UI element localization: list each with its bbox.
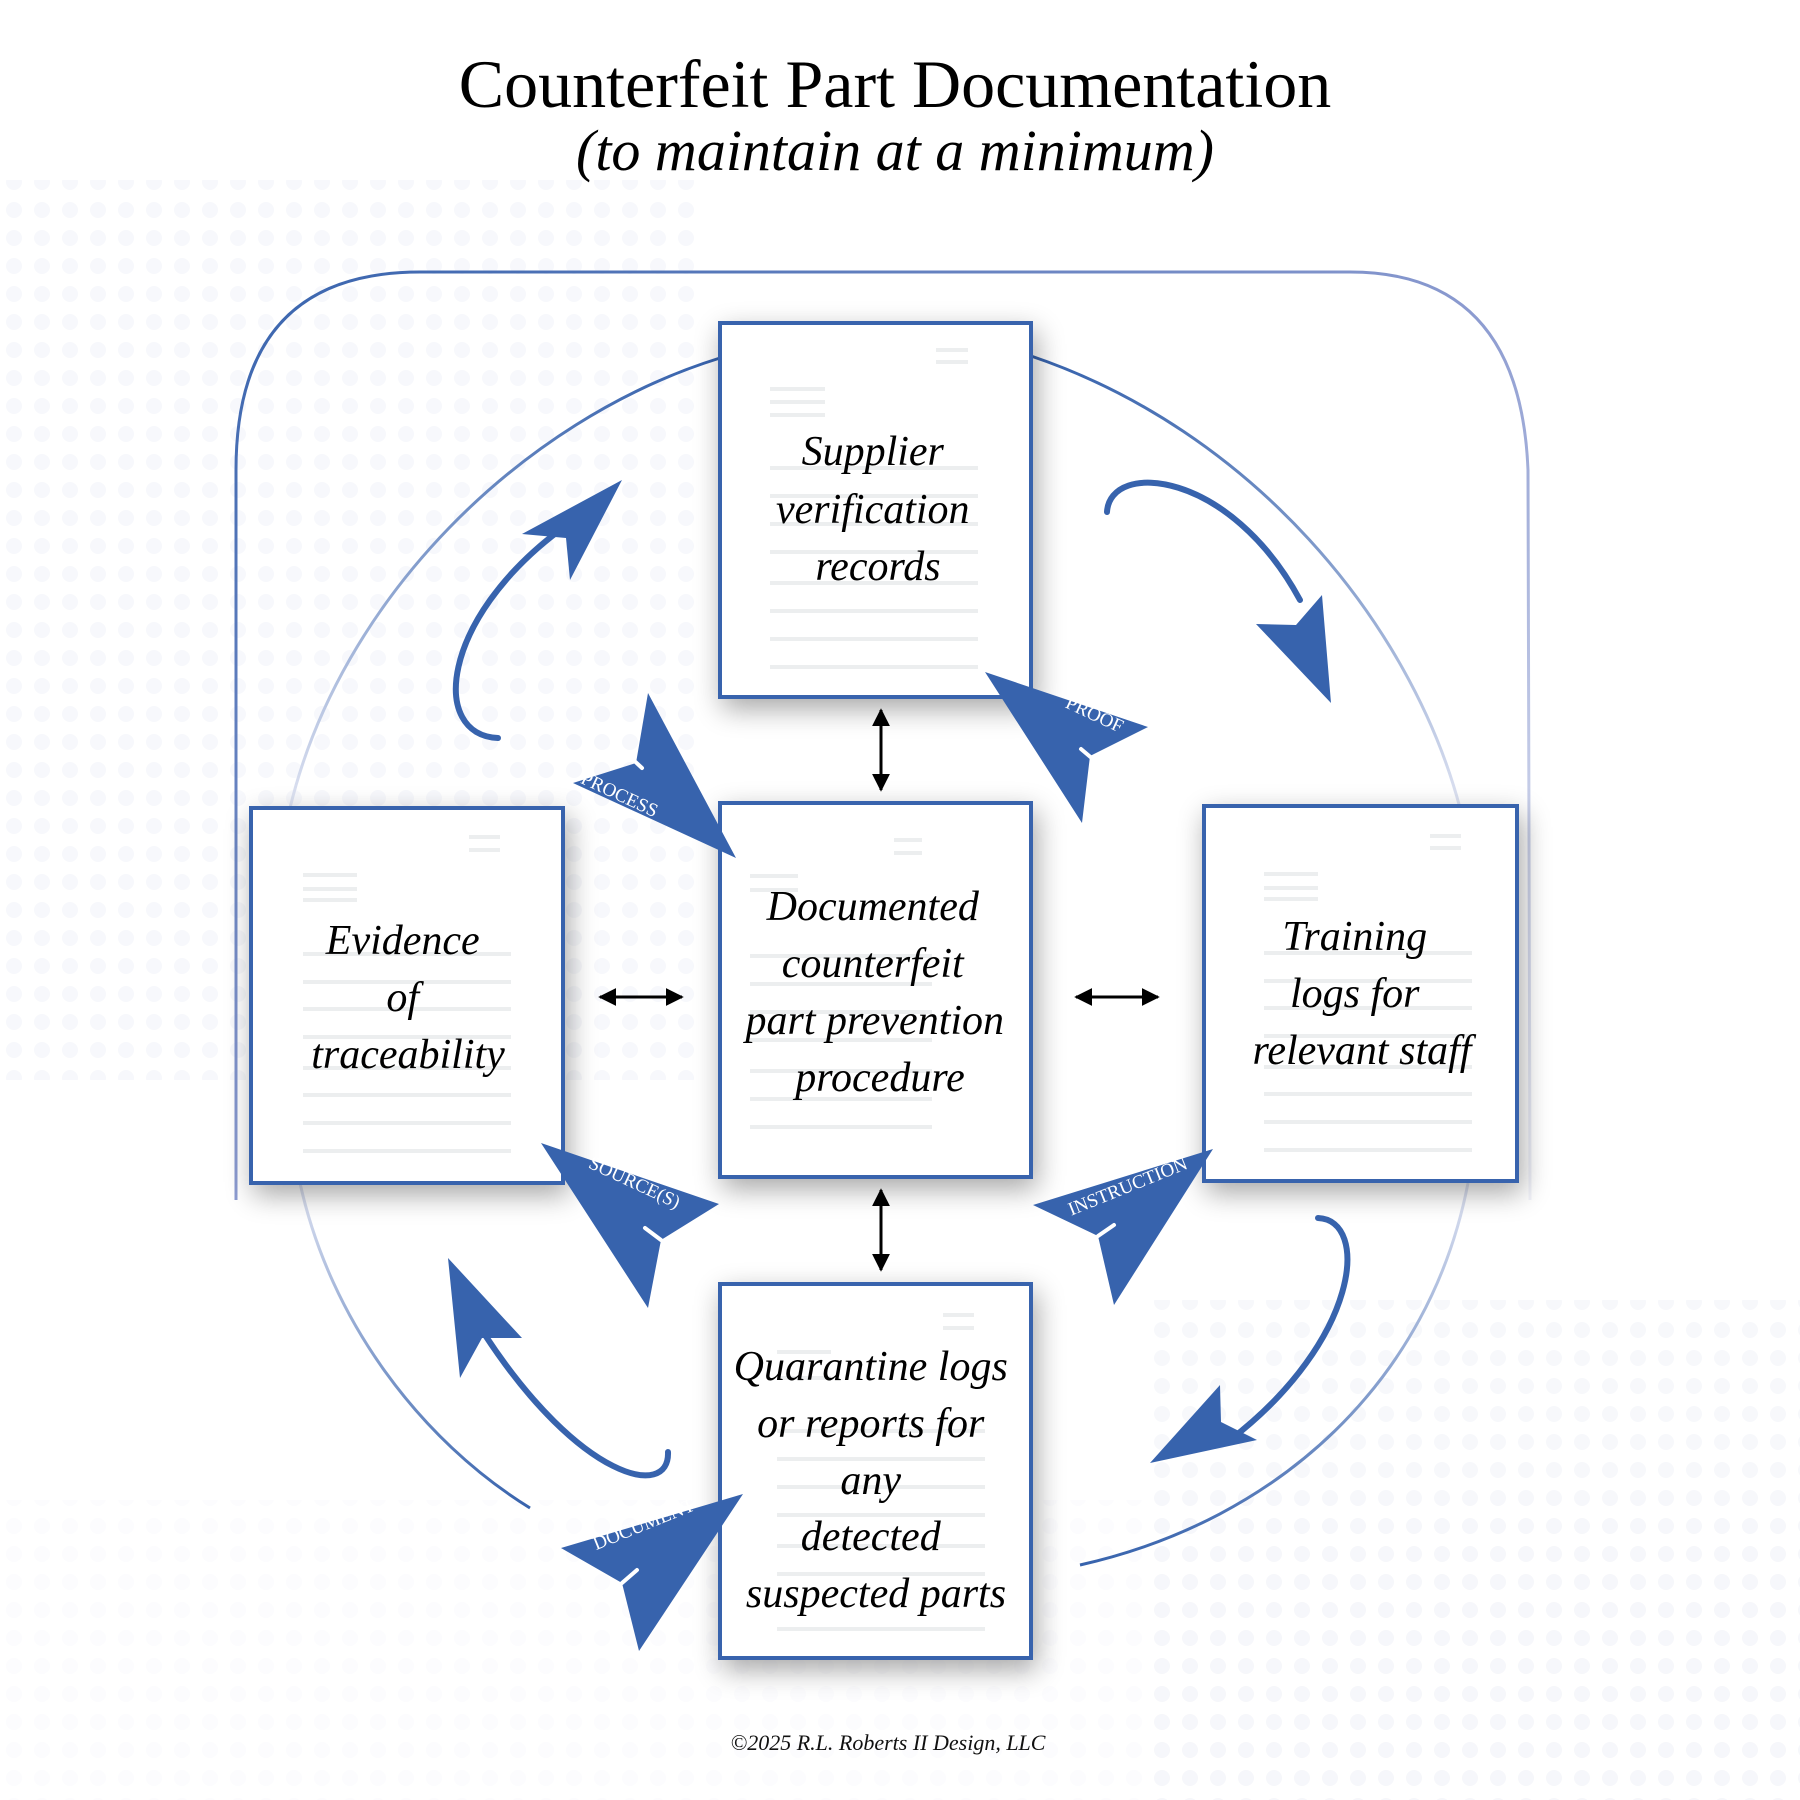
- ring-arc-top-left: [288, 356, 721, 809]
- ring-arc-bottom-right: [1079, 1182, 1470, 1567]
- document-supplier-verification: Supplier verification records: [718, 321, 1033, 699]
- ring-arc-bottom-left: [298, 1182, 531, 1510]
- doc-top-text: Supplier verification records: [776, 429, 980, 590]
- copyright-notice: ©2025 R.L. Roberts II Design, LLC: [731, 1730, 1046, 1755]
- background-halftone: [0, 180, 1800, 1800]
- doc-bottom-text: Quarantine logs or reports for any detec…: [734, 1344, 1019, 1617]
- cycle-arrow-left-up: [452, 480, 622, 741]
- page-title: Counterfeit Part Documentation: [459, 46, 1331, 122]
- document-prevention-procedure: Documented counterfeit part prevention p…: [718, 801, 1033, 1179]
- arrow-proof: PROOF: [985, 672, 1148, 823]
- doc-decor-lines: [777, 1313, 985, 1631]
- doc-left-text: Evidence of traceability: [311, 918, 505, 1078]
- doc-decor-lines: [1264, 834, 1472, 1152]
- cycle-arrow-right-down: [1150, 1215, 1351, 1463]
- outer-frame: [234, 270, 1532, 1201]
- cycle-arrow-top-right: [1104, 479, 1331, 703]
- ring-arc-top-right: [1030, 354, 1462, 809]
- cycle-arrow-bottom-left-up: [448, 1258, 672, 1479]
- document-training-logs: Training logs for relevant staff: [1202, 804, 1519, 1183]
- doc-decor-lines: [770, 348, 978, 669]
- document-traceability: Evidence of traceability: [249, 806, 565, 1185]
- document-quarantine-logs: Quarantine logs or reports for any detec…: [718, 1282, 1033, 1660]
- page-subtitle: (to maintain at a minimum): [576, 118, 1214, 183]
- doc-decor-lines: [750, 838, 932, 1129]
- arrow-sources: SOURCE(S): [541, 1143, 719, 1308]
- doc-center-text: Documented counterfeit part prevention p…: [742, 884, 1014, 1101]
- doc-right-text: Training logs for relevant staff: [1253, 914, 1477, 1074]
- doc-decor-lines: [303, 835, 511, 1153]
- arrow-instruction: INSTRUCTION: [1033, 1149, 1213, 1305]
